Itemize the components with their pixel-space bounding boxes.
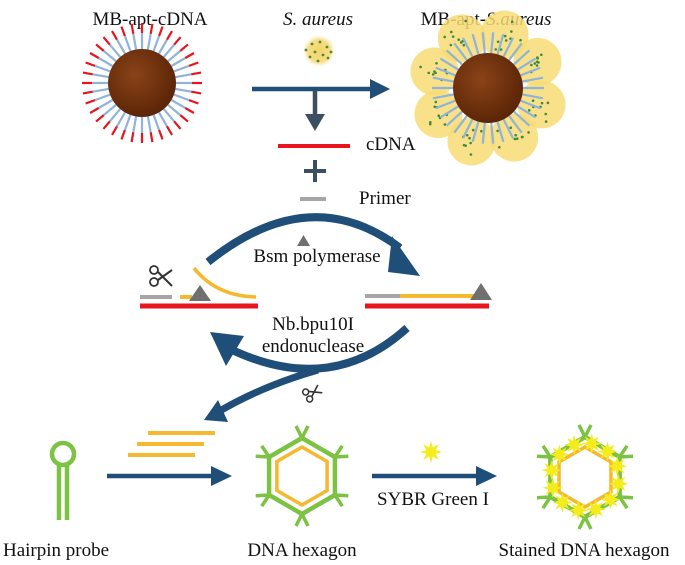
label-bsm-polymerase: Bsm polymerase — [253, 246, 380, 267]
label-s-aureus: S. aureus — [283, 9, 353, 30]
assembly-arrow — [107, 466, 232, 486]
label-stained-dna-hexagon: Stained DNA hexagon — [499, 540, 670, 561]
stained-dna-hexagon — [537, 425, 633, 529]
label-sybr-green: SYBR Green I — [377, 489, 489, 510]
magnetic-bead — [108, 49, 176, 117]
release-arrow — [305, 90, 325, 131]
plus-sign — [304, 160, 326, 182]
mb-apt-s-aureus-complex — [411, 11, 566, 166]
dna-hexagon — [256, 426, 349, 526]
nicking-site-marker — [297, 235, 310, 246]
label-dna-hexagon: DNA hexagon — [247, 540, 357, 561]
label-mb-apt-cdna: MB-apt-cDNA — [92, 9, 207, 30]
hairpin-probe — [52, 443, 74, 520]
mb-apt-cdna-bead — [82, 23, 202, 143]
scissors-icon — [150, 266, 172, 286]
extended-duplex — [365, 283, 492, 306]
binding-arrow — [252, 79, 390, 99]
released-ssdna-products — [128, 433, 215, 455]
sybr-green-dye — [420, 441, 442, 463]
s-aureus-cell — [303, 35, 335, 67]
staining-arrow — [372, 466, 497, 486]
scissors-icon — [302, 382, 324, 403]
label-nb-bpu10i: Nb.bpu10I — [272, 314, 354, 335]
label-hairpin-probe: Hairpin probe — [3, 540, 109, 561]
label-primer: Primer — [359, 188, 411, 209]
magnetic-bead — [453, 53, 523, 123]
label-cdna: cDNA — [366, 134, 416, 155]
nicked-duplex — [140, 266, 258, 306]
label-endonuclease: endonuclease — [262, 336, 364, 357]
